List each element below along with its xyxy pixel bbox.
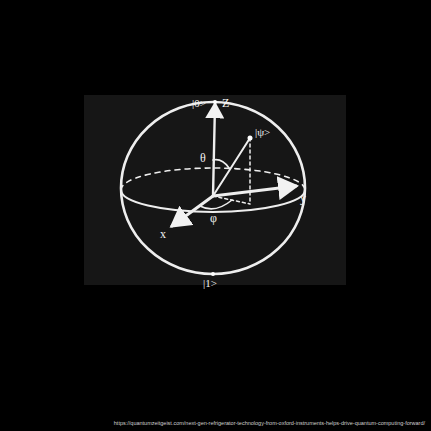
- axis-label: y: [300, 192, 306, 204]
- state-label: |1>: [203, 278, 217, 289]
- z-axis: [213, 104, 215, 196]
- axis-label: Z: [222, 97, 229, 109]
- state-label: |0>: [192, 98, 206, 109]
- angle-label: φ: [210, 212, 217, 224]
- x-axis: [172, 196, 213, 226]
- angle-label: θ: [200, 152, 206, 164]
- chalkboard: [84, 95, 346, 285]
- state-label: |ψ>: [255, 127, 270, 138]
- theta-arc: [213, 160, 229, 168]
- phi-arc: [200, 200, 232, 209]
- projection-line: [249, 138, 251, 204]
- sphere-outline: [121, 102, 305, 274]
- y-axis: [213, 186, 296, 196]
- state-point: [248, 136, 253, 141]
- axis-label: x: [160, 228, 166, 240]
- source-url: https://quantumzeitgeist.com/next-gen-re…: [114, 421, 425, 427]
- pole-dot: [213, 100, 217, 104]
- state-vector: [213, 138, 250, 196]
- pole-dot: [211, 272, 215, 276]
